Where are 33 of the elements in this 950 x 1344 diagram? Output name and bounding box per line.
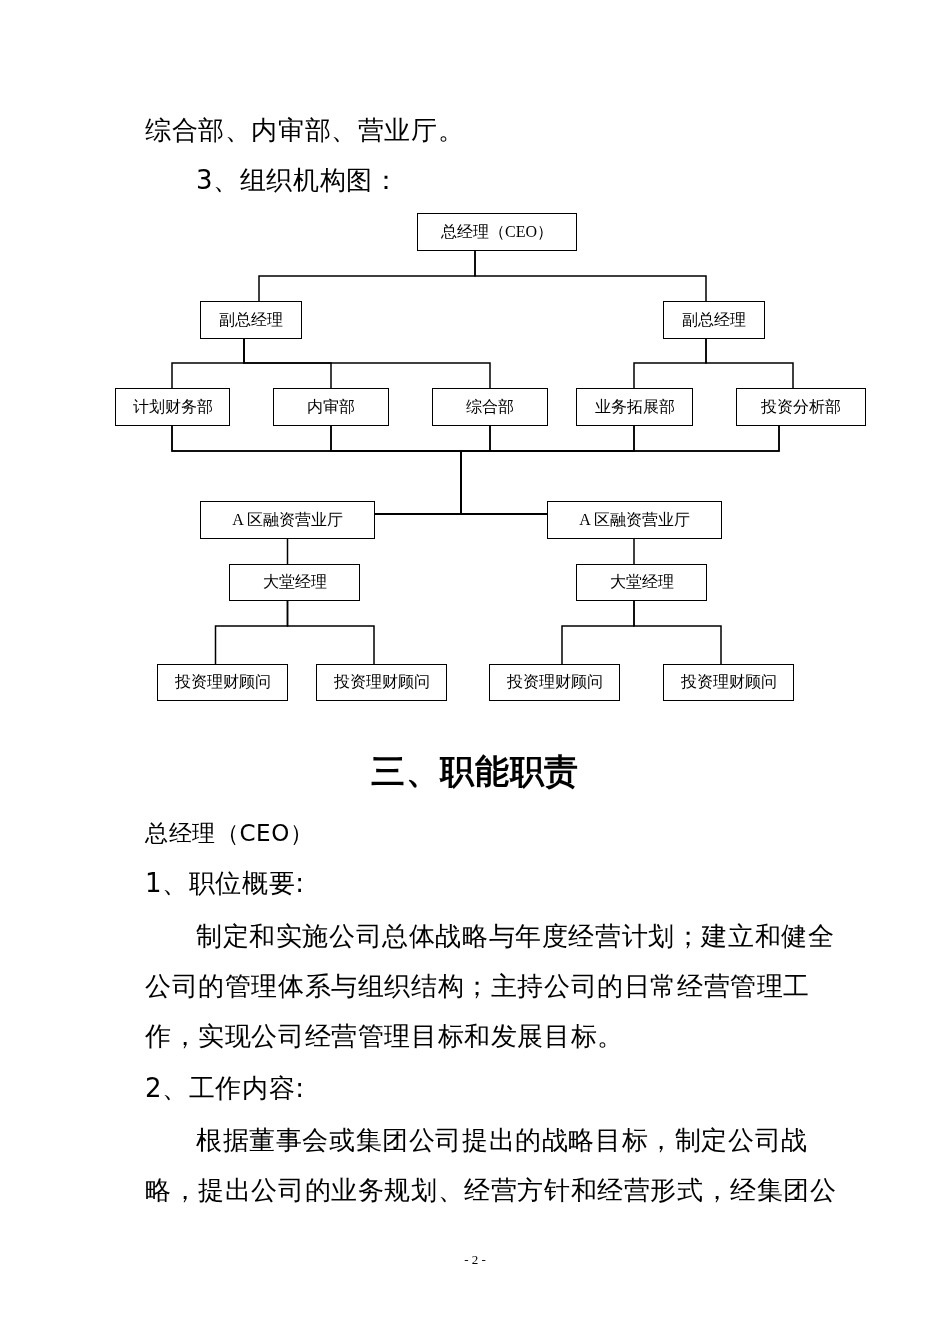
connector-line [705, 338, 794, 389]
position-box: 投资分析部 [736, 388, 866, 426]
position-box: 大堂经理 [576, 564, 707, 601]
page-number: - 2 - [464, 1251, 486, 1269]
position-box: 副总经理 [663, 301, 765, 339]
position-box: 投资理财顾问 [157, 664, 288, 701]
paragraph-text: 制定和实施公司总体战略与年度经营计划；建立和健全公司的管理体系与组织结构；主持公司的日常经营管理工作，实现公司经营管理目标和发展目标。 [145, 920, 836, 1053]
position-box: 计划财务部 [115, 388, 230, 426]
diagram-heading: 3、组织机构图： [196, 164, 400, 197]
position-box: 内审部 [273, 388, 389, 426]
position-box: 业务拓展部 [576, 388, 693, 426]
position-box: A 区融资营业厅 [200, 501, 375, 539]
position-box: 大堂经理 [229, 564, 360, 601]
section-heading: 三、职能职责 [371, 750, 579, 793]
position-box: 综合部 [432, 388, 548, 426]
connector-line [286, 538, 289, 565]
connector-line [633, 538, 635, 565]
paragraph-text: 综合部、内审部、营业厅。 [145, 114, 465, 147]
position-box: 总经理（CEO） [417, 213, 577, 251]
position-box: A 区融资营业厅 [547, 501, 722, 539]
subheading: 1、职位概要: [145, 867, 305, 900]
connector-line [474, 250, 707, 302]
position-box: 投资理财顾问 [663, 664, 794, 701]
paragraph-text: 根据董事会或集团公司提出的战略目标，制定公司战略，提出公司的业务规划、经营方针和经营形式，经集团公 [145, 1124, 838, 1207]
connector-line [286, 600, 375, 665]
subheading: 总经理（CEO） [145, 819, 314, 848]
connector-line [633, 600, 722, 665]
position-box: 投资理财顾问 [316, 664, 447, 701]
position-box: 投资理财顾问 [489, 664, 620, 701]
position-box: 副总经理 [200, 301, 302, 339]
connector-line [243, 338, 491, 389]
connector-line [460, 425, 780, 515]
subheading: 2、工作内容: [145, 1072, 305, 1105]
